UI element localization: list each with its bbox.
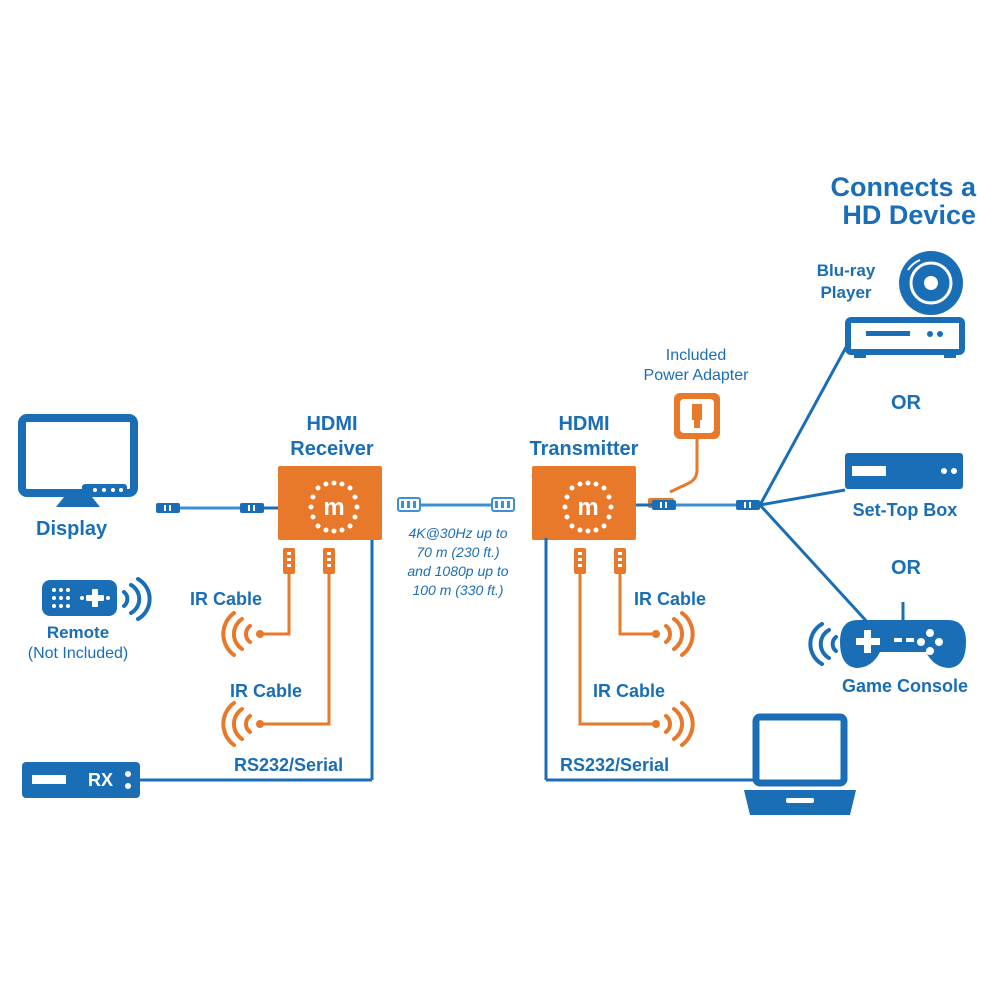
rx-box-icon — [22, 762, 140, 798]
ir-signal-icon — [664, 701, 695, 747]
or-label-2: OR — [891, 557, 921, 579]
ir-signal-icon — [664, 611, 695, 657]
settop-box-icon — [845, 453, 963, 489]
power-adapter-line2: Power Adapter — [643, 367, 749, 384]
power-adapter-line1: Included — [665, 347, 727, 364]
transmitter-title-line1: HDMI — [558, 413, 610, 435]
transmitter-logo: m — [577, 494, 598, 521]
or-label-1: OR — [891, 392, 921, 414]
transmitter-ir-cable-label-1: IR Cable — [634, 589, 707, 609]
transmitter-ir-cable-label-2: IR Cable — [593, 681, 666, 701]
bluray-label-line2: Player — [820, 283, 872, 302]
receiver-serial-label: RS232/Serial — [234, 755, 344, 775]
rx-badge-label: RX — [88, 770, 114, 790]
headline-line2: HD Device — [842, 200, 976, 230]
receiver-title-line2: Receiver — [290, 438, 374, 460]
range-note-line1: 4K@30Hz up to — [408, 525, 508, 541]
display-label: Display — [36, 518, 108, 540]
game-console-label: Game Console — [841, 676, 969, 696]
disc-icon — [899, 251, 963, 315]
range-note-line2: 70 m (230 ft.) — [416, 544, 500, 560]
settop-label: Set-Top Box — [852, 500, 958, 520]
ir-signal-icon — [122, 577, 152, 621]
power-adapter-icon — [669, 393, 720, 494]
remote-label: Remote — [46, 623, 110, 642]
receiver-title-line1: HDMI — [306, 413, 358, 435]
headline-line1: Connects a — [830, 172, 976, 202]
transmitter-box-icon: m — [532, 466, 636, 540]
hdmi-cable-icon — [636, 500, 760, 510]
receiver-box-icon: m — [278, 466, 382, 540]
remote-note: (Not Included) — [27, 645, 129, 662]
transmitter-serial-label: RS232/Serial — [560, 755, 670, 775]
receiver-ir-cable-label-2: IR Cable — [230, 681, 303, 701]
ethernet-cable-icon — [397, 497, 515, 512]
hdmi-cable-icon — [156, 503, 280, 513]
range-note-line3: and 1080p up to — [407, 563, 509, 579]
receiver-ir-cable-label-1: IR Cable — [190, 589, 263, 609]
remote-icon — [42, 580, 117, 616]
gamepad-icon — [840, 602, 966, 668]
bluray-player-icon — [845, 317, 965, 358]
ir-signal-icon — [808, 622, 838, 666]
monitor-icon — [18, 414, 138, 507]
transmitter-title-line2: Transmitter — [529, 438, 639, 460]
receiver-logo: m — [323, 494, 344, 521]
laptop-icon — [744, 713, 856, 815]
ir-signal-icon — [221, 701, 252, 747]
ir-signal-icon — [221, 611, 252, 657]
range-note-line4: 100 m (330 ft.) — [412, 582, 504, 598]
bluray-label-line1: Blu-ray — [816, 261, 876, 280]
